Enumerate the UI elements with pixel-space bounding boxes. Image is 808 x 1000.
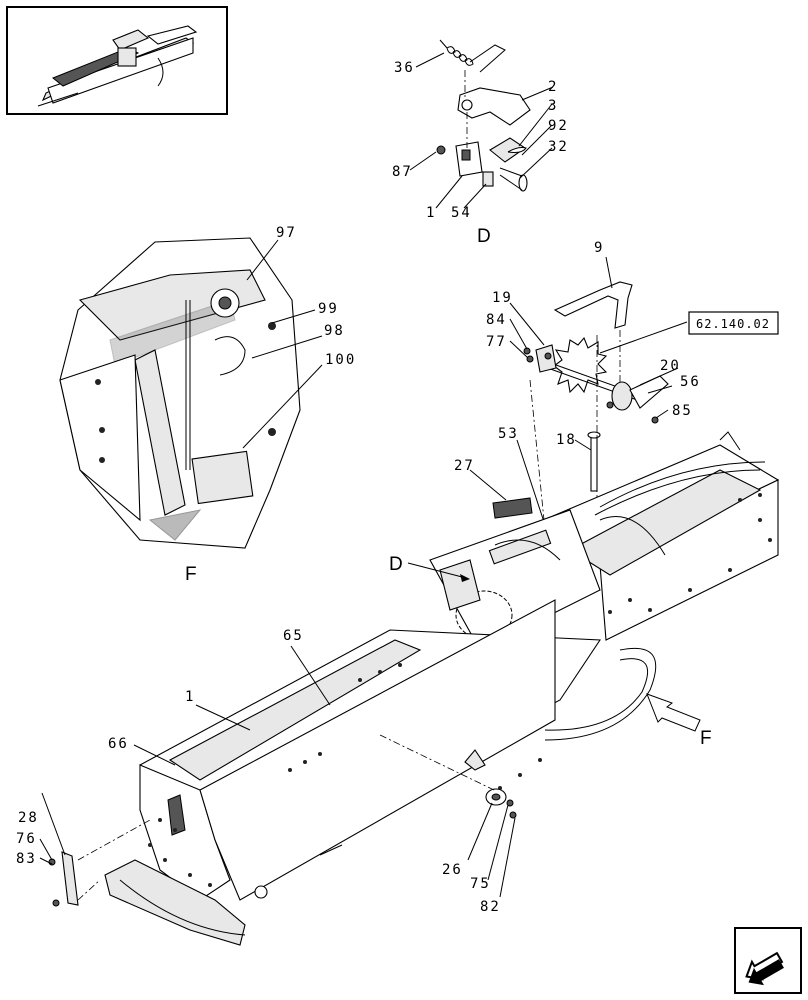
callout-3: 3 — [548, 98, 558, 114]
callout-2: 2 — [548, 79, 558, 95]
callout-28: 28 — [18, 810, 39, 826]
callout-83: 83 — [16, 851, 37, 867]
callout-18: 18 — [556, 432, 577, 448]
lever-part — [457, 87, 531, 126]
callout-76: 76 — [16, 831, 37, 847]
callout-54: 54 — [451, 205, 472, 221]
callout-82: 82 — [480, 899, 501, 915]
callout-32: 32 — [548, 139, 569, 155]
callout-75: 75 — [470, 876, 491, 892]
assembly-thumbnail-icon — [37, 25, 198, 107]
detail-f-view — [59, 237, 323, 549]
previous-page-button[interactable] — [734, 927, 802, 994]
main-frame-assembly — [39, 431, 780, 946]
callout-100: 100 — [325, 352, 356, 368]
view-label-d-main: D — [389, 554, 403, 575]
callout-26: 26 — [442, 862, 463, 878]
callout-84: 84 — [486, 312, 507, 328]
callout-19: 19 — [492, 290, 513, 306]
callout-87: 87 — [392, 164, 413, 180]
view-label-f-detail: F — [185, 564, 197, 585]
callout-99: 99 — [318, 301, 339, 317]
reference-box[interactable] — [688, 311, 779, 335]
callout-56: 56 — [680, 374, 701, 390]
callout-66: 66 — [108, 736, 129, 752]
callout-53: 53 — [498, 426, 519, 442]
callout-92: 92 — [548, 118, 569, 134]
callout-77: 77 — [486, 334, 507, 350]
callout-98: 98 — [324, 323, 345, 339]
callout-9: 9 — [594, 240, 604, 256]
view-f-arrow — [646, 693, 701, 732]
callout-1-detail: 1 — [426, 205, 436, 221]
rotor-parts — [469, 256, 688, 531]
callout-65: 65 — [283, 628, 304, 644]
callout-97: 97 — [276, 225, 297, 241]
callout-1-main: 1 — [185, 689, 195, 705]
nav-arrow-icon — [745, 951, 784, 986]
view-label-f-main: F — [700, 728, 712, 749]
callout-20: 20 — [660, 358, 681, 374]
spring-part — [439, 39, 506, 73]
callout-36: 36 — [394, 60, 415, 76]
assembly-thumbnail — [6, 6, 228, 115]
detail-d-parts — [409, 39, 554, 209]
callout-85: 85 — [672, 403, 693, 419]
callout-27: 27 — [454, 458, 475, 474]
view-label-d-top: D — [477, 226, 491, 247]
reference-box-label[interactable]: 62.140.02 — [696, 317, 770, 331]
pin-part — [499, 167, 528, 192]
